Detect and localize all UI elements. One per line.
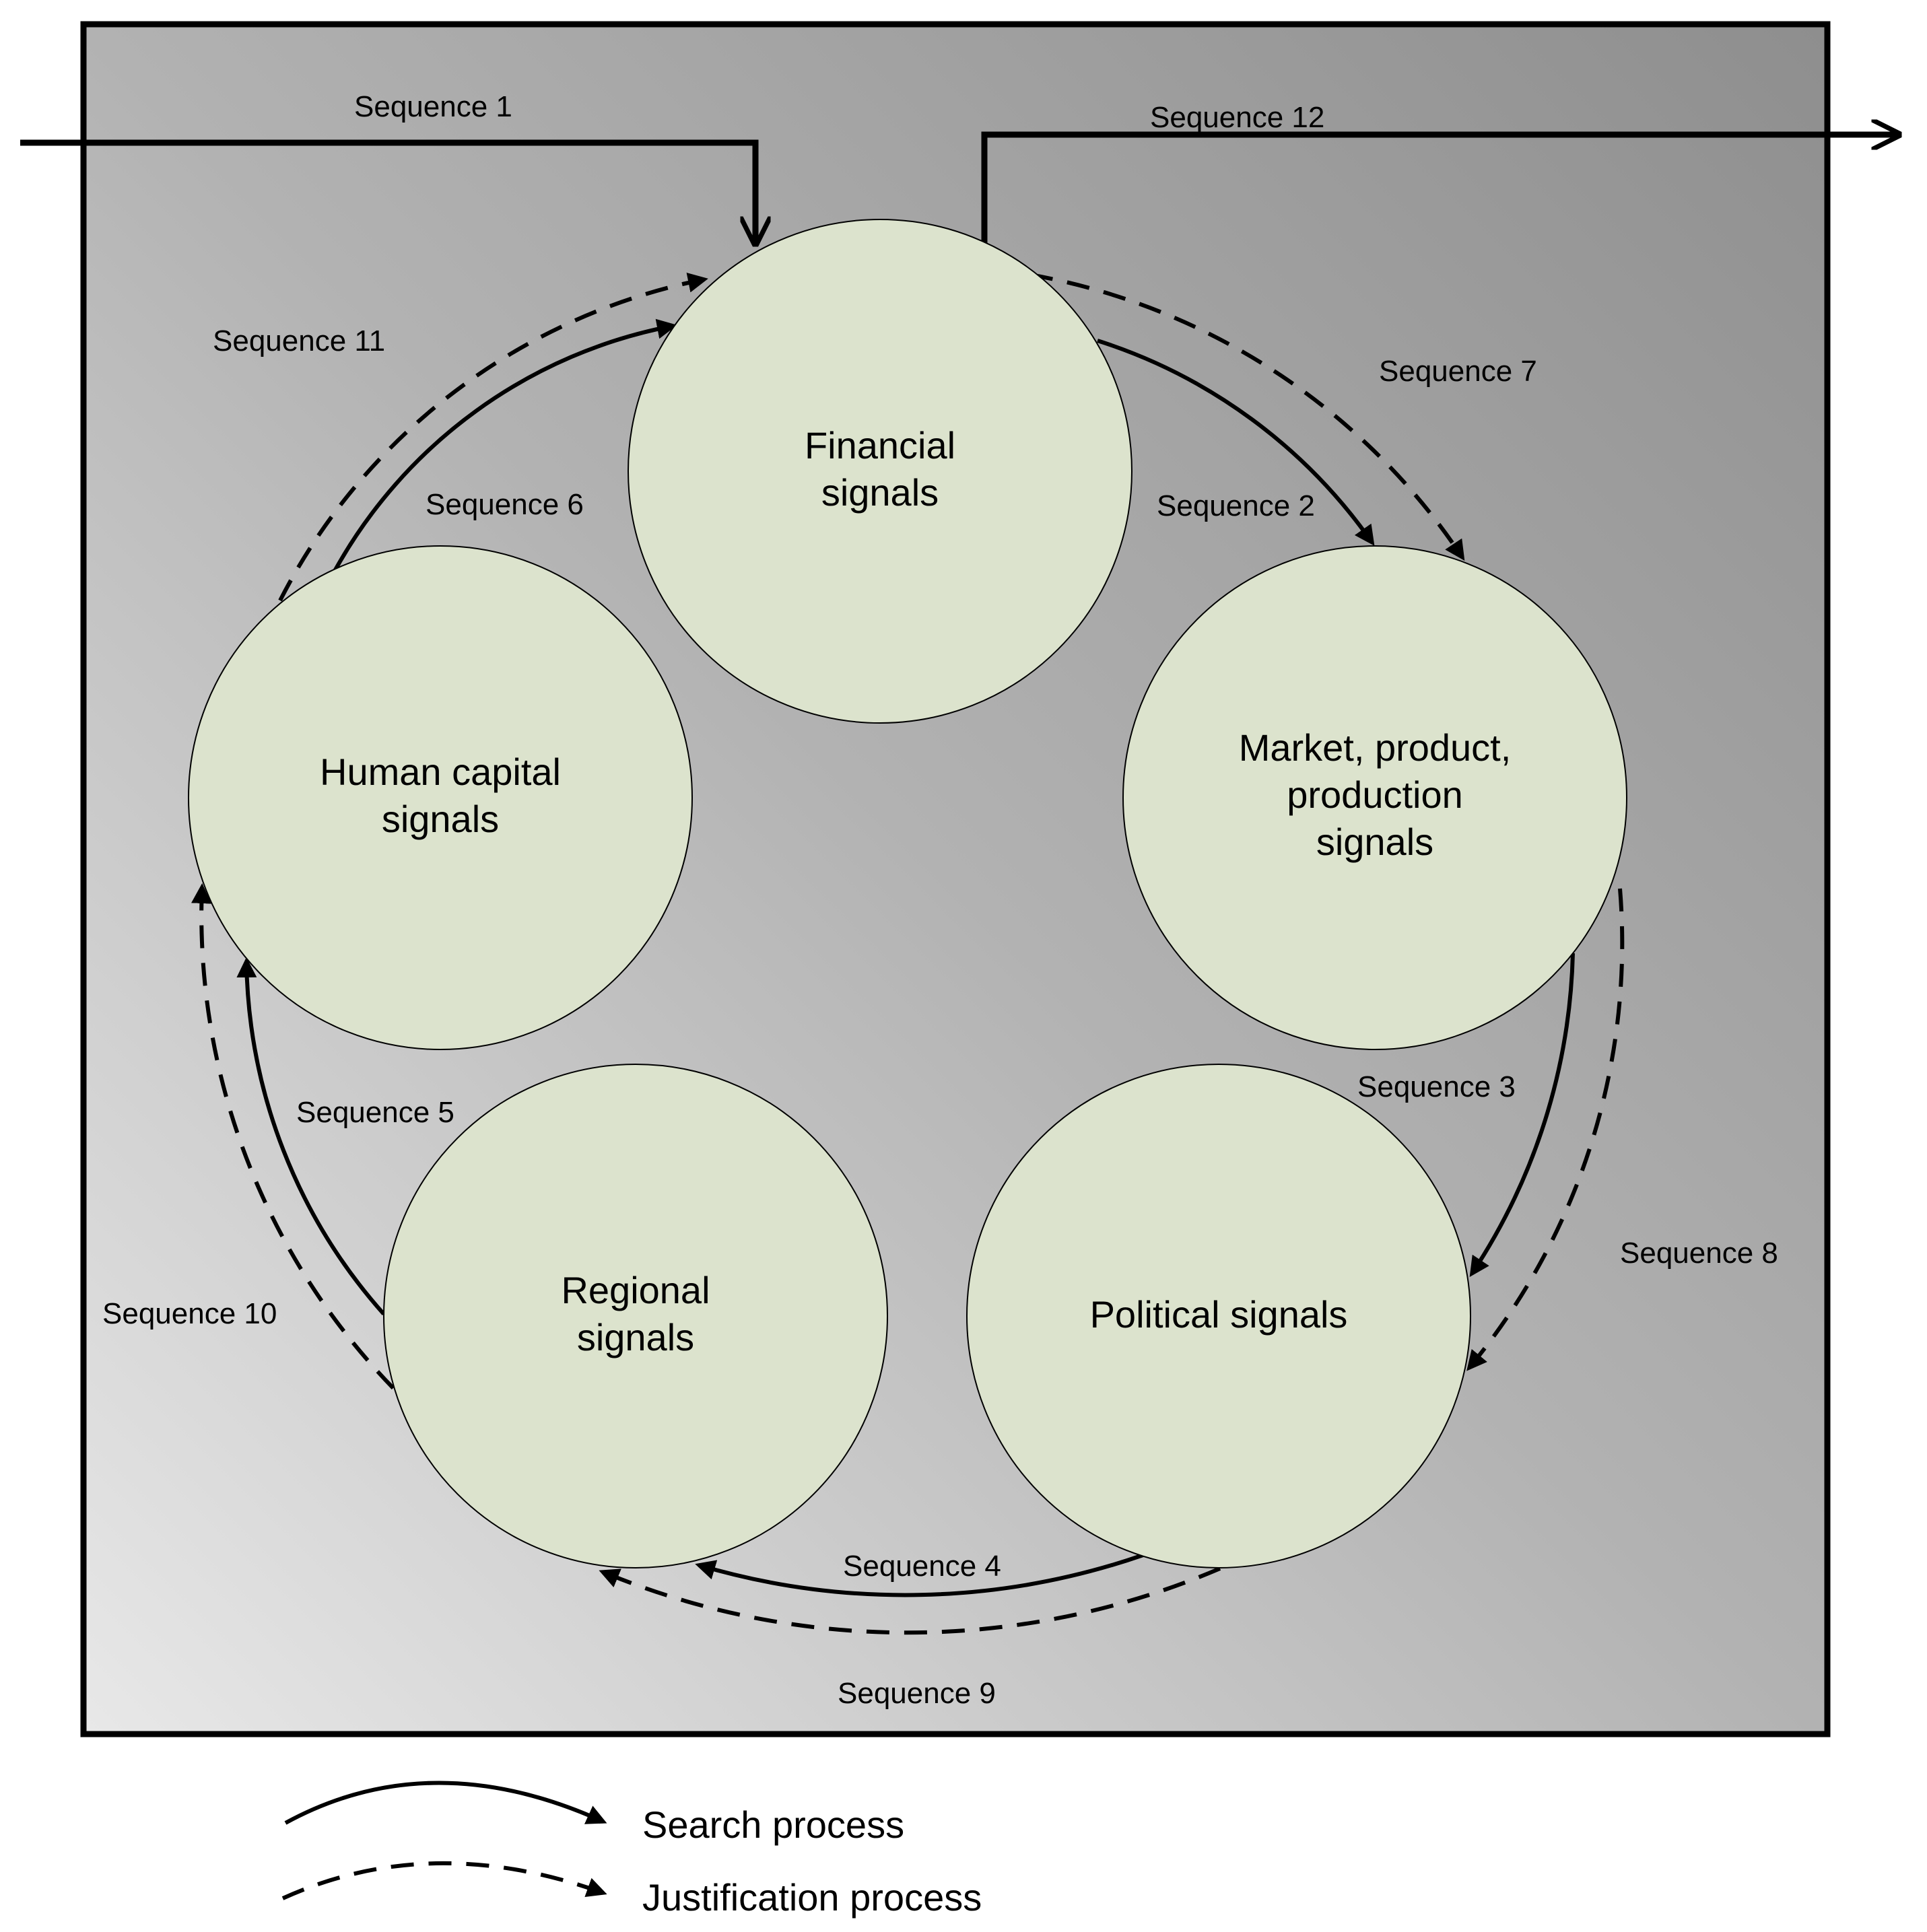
sequence-4-arc [695, 1553, 1144, 1597]
node-human-capital-line-1: Human capital [320, 751, 561, 793]
sequence-12-label: Sequence 12 [1150, 101, 1324, 134]
node-financial: Financial signals [628, 219, 1132, 724]
sequence-3-arc [1469, 953, 1575, 1277]
sequence-8-label: Sequence 8 [1620, 1237, 1778, 1270]
sequence-7-label: Sequence 7 [1379, 355, 1537, 388]
sequence-9-arc [599, 1566, 1221, 1635]
node-market-line-3: signals [1316, 821, 1433, 863]
node-human-capital: Human capital signals [188, 545, 693, 1050]
node-market: Market, product, production signals [1122, 545, 1627, 1050]
sequence-9-label: Sequence 9 [838, 1677, 996, 1710]
legend-justification-label: Justification process [642, 1876, 982, 1919]
legend-search-label: Search process [642, 1803, 904, 1846]
node-regional-line-2: signals [577, 1316, 694, 1358]
sequence-11-arc [278, 272, 708, 602]
node-financial-line-1: Financial [805, 424, 955, 467]
sequence-6-label: Sequence 6 [426, 488, 584, 521]
node-financial-line-2: signals [821, 471, 939, 514]
sequence-7-arc [1029, 273, 1465, 561]
node-regional-line-1: Regional [561, 1269, 710, 1311]
legend: Search process Justification process [281, 1781, 982, 1919]
node-regional: Regional signals [383, 1064, 888, 1568]
sequence-5-arc [236, 957, 386, 1315]
sequence-2-label: Sequence 2 [1157, 489, 1315, 522]
sequence-1-entry-arrow [20, 139, 755, 244]
sequence-4-label: Sequence 4 [843, 1550, 1001, 1583]
sequence-5-label: Sequence 5 [296, 1096, 454, 1129]
legend-search-line [284, 1781, 607, 1825]
legend-justification-line [281, 1861, 607, 1900]
node-political: Political signals [966, 1064, 1471, 1568]
node-market-line-2: production [1287, 773, 1463, 816]
sequence-6-arc [332, 318, 677, 574]
node-political-line-1: Political signals [1090, 1293, 1348, 1336]
node-market-line-1: Market, product, [1239, 726, 1512, 769]
sequence-10-label: Sequence 10 [102, 1297, 277, 1330]
sequence-11-label: Sequence 11 [213, 324, 385, 357]
sequence-10-arc [191, 883, 395, 1390]
sequence-12-exit-arrow [981, 135, 1899, 244]
sequence-3-label: Sequence 3 [1357, 1070, 1516, 1103]
sequence-2-arc [1097, 339, 1375, 546]
node-human-capital-line-2: signals [382, 798, 499, 840]
sequence-1-label: Sequence 1 [354, 90, 512, 123]
